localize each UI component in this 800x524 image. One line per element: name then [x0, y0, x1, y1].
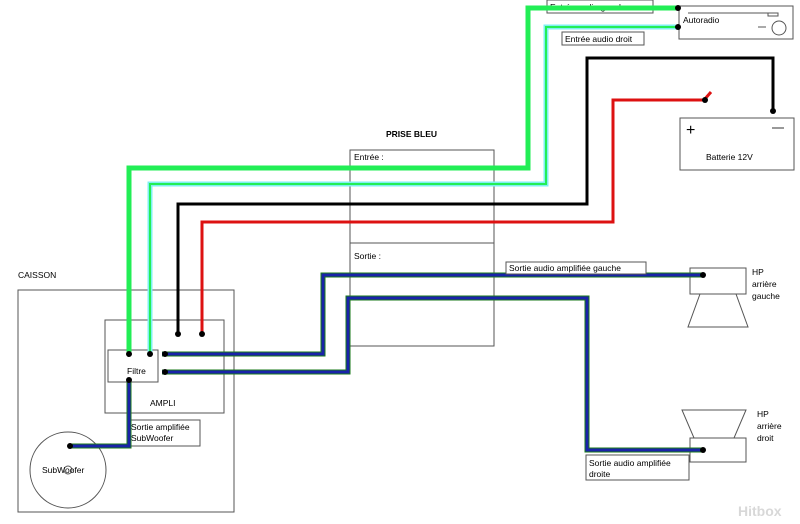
hp-droit-label-3: droit [757, 433, 774, 443]
sortie-droite-label-2: droite [589, 469, 611, 479]
wire-hp-droit [162, 296, 703, 452]
sortie-sub-label-2: SubWoofer [131, 433, 174, 443]
autoradio-slot-end [767, 12, 779, 17]
hp-gauche-label-2: arrière [752, 279, 777, 289]
filtre-label: Filtre [127, 366, 146, 376]
wire-entree-droit [147, 24, 678, 352]
dot-radio-1 [675, 5, 681, 11]
sortie-sub-label-1: Sortie amplifiée [131, 422, 190, 432]
hp-gauche-label-3: gauche [752, 291, 780, 301]
prise-sortie-label: Sortie : [354, 251, 381, 261]
wire-sub-outer [70, 382, 132, 449]
prise-entree-label: Entrée : [354, 152, 384, 162]
dot-subwoofer [67, 443, 73, 449]
watermark-logo: Hitbox [738, 503, 782, 519]
wire-masse [176, 56, 775, 333]
batterie-box [679, 117, 795, 171]
sortie-droite-label-1: Sortie audio amplifiée [589, 458, 671, 468]
ampli-label: AMPLI [150, 398, 176, 408]
wire-hp-gauche-outer [162, 272, 703, 357]
ampli-box [104, 319, 225, 414]
batterie-plus-label: + [686, 122, 695, 139]
dot-hp-droit [700, 447, 706, 453]
wire-sub [70, 382, 131, 448]
dot-filtre-3 [162, 351, 168, 357]
autoradio-label: Autoradio [683, 15, 720, 25]
dot-ampli-masse [175, 331, 181, 337]
wire-entree-droit-core [149, 26, 678, 352]
hp-gauche-cone-icon [687, 293, 749, 328]
caisson-title: CAISSON [18, 270, 56, 280]
dot-filtre-1 [126, 351, 132, 357]
dot-radio-2 [675, 24, 681, 30]
sortie-gauche-box [505, 261, 647, 275]
dot-batt-minus [770, 108, 776, 114]
hp-droit-cone-icon [681, 409, 747, 439]
caisson-box [17, 289, 235, 513]
entree-droit-box [561, 31, 645, 46]
sortie-gauche-label: Sortie audio amplifiée gauche [509, 263, 621, 273]
prise-bleu-box [349, 149, 495, 347]
hp-gauche-label-1: HP [752, 267, 764, 277]
subwoofer-label: SubWoofer [42, 465, 85, 475]
hp-droit-label-1: HP [757, 409, 769, 419]
dot-filtre-5 [126, 377, 132, 383]
dot-ampli-plus [199, 331, 205, 337]
subwoofer-center [63, 465, 73, 475]
subwoofer-icon [29, 431, 107, 509]
hp-droit-label-2: arrière [757, 421, 782, 431]
wire-hp-gauche [162, 273, 703, 356]
dot-filtre-2 [147, 351, 153, 357]
autoradio-knob-icon [771, 20, 787, 36]
dot-filtre-4 [162, 369, 168, 375]
wire-hp-droit-outer [162, 295, 703, 453]
dot-hp-gauche [700, 272, 706, 278]
entree-audio-droit-label: Entrée audio droit [565, 34, 633, 44]
autoradio-box [678, 5, 794, 40]
connector-dots [67, 5, 776, 453]
hp-gauche-magnet [689, 267, 747, 295]
prise-bleu-title: PRISE BLEU [386, 129, 437, 139]
dot-batt-plus [702, 97, 708, 103]
batterie-label: Batterie 12V [706, 152, 753, 162]
sortie-droite-box [585, 454, 690, 481]
wire-entree-gauche [126, 5, 678, 352]
